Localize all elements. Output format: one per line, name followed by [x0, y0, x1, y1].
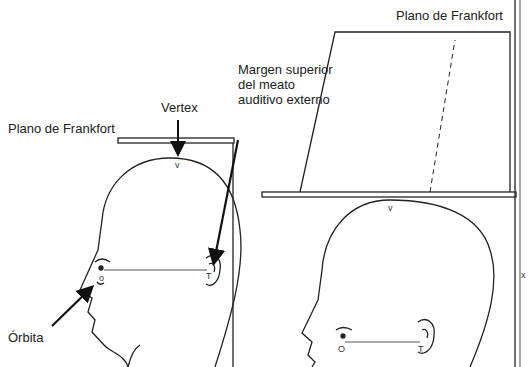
vertex-label: Vertex	[161, 100, 198, 115]
point-letter: v	[175, 160, 180, 170]
point-letter: T	[418, 344, 424, 354]
point-letter: o	[99, 273, 104, 283]
point-letter: T	[206, 271, 212, 281]
point-letter: v	[388, 203, 393, 213]
plane-title: Plano de Frankfort	[8, 121, 115, 136]
plane-title: Plano de Frankfort	[396, 8, 503, 23]
point-letter: O	[338, 344, 345, 354]
orbit-label: Órbita	[8, 330, 43, 345]
axis-letter: x	[521, 270, 526, 280]
ear-label: Margen superior del meato auditivo exter…	[238, 62, 340, 107]
